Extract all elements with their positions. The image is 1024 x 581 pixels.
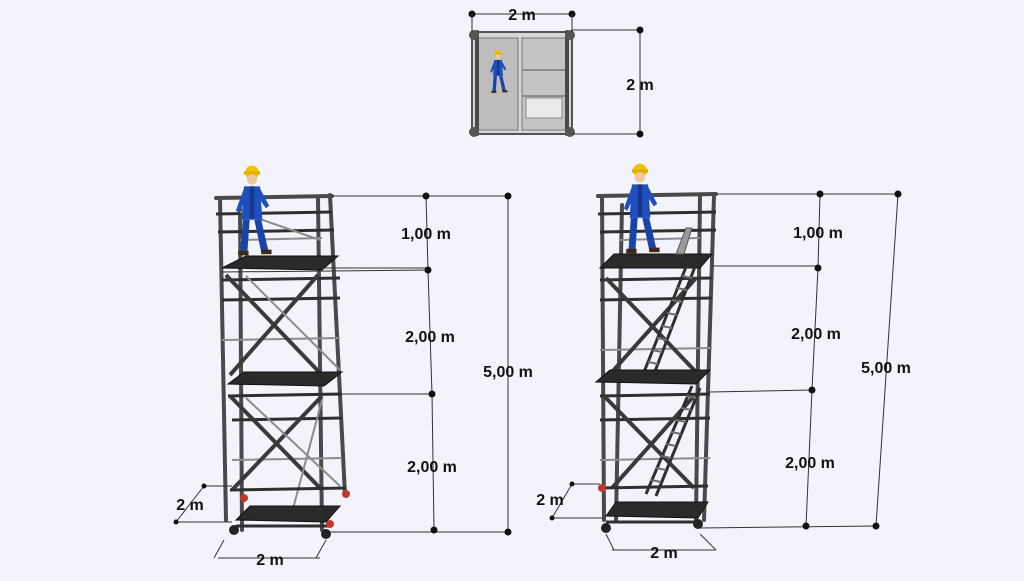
ladder-icon	[642, 261, 698, 375]
left-scaffold-tower: 1,00 m 2,00 m 2,00 m 5,00 m 2 m 2 m	[173, 165, 533, 569]
ladder-icon	[644, 385, 702, 497]
right-upper-height-label: 2,00 m	[791, 326, 841, 343]
left-total-height-label: 5,00 m	[483, 364, 533, 381]
left-guardrail-height-label: 1,00 m	[401, 226, 451, 243]
top-width-label: 2 m	[508, 7, 536, 24]
left-depth-label: 2 m	[176, 497, 204, 514]
right-lower-height-label: 2,00 m	[785, 455, 835, 472]
left-width-label: 2 m	[256, 552, 284, 569]
left-lower-height-label: 2,00 m	[407, 459, 457, 476]
right-scaffold-tower: 1,00 m 2,00 m 2,00 m 5,00 m 2 m 2 m	[536, 163, 911, 562]
right-total-height-label: 5,00 m	[861, 360, 911, 377]
right-width-label: 2 m	[650, 545, 678, 562]
right-depth-label: 2 m	[536, 492, 564, 509]
top-view: 2 m 2 m	[468, 7, 654, 138]
top-depth-label: 2 m	[626, 77, 654, 94]
right-guardrail-height-label: 1,00 m	[793, 225, 843, 242]
left-upper-height-label: 2,00 m	[405, 329, 455, 346]
